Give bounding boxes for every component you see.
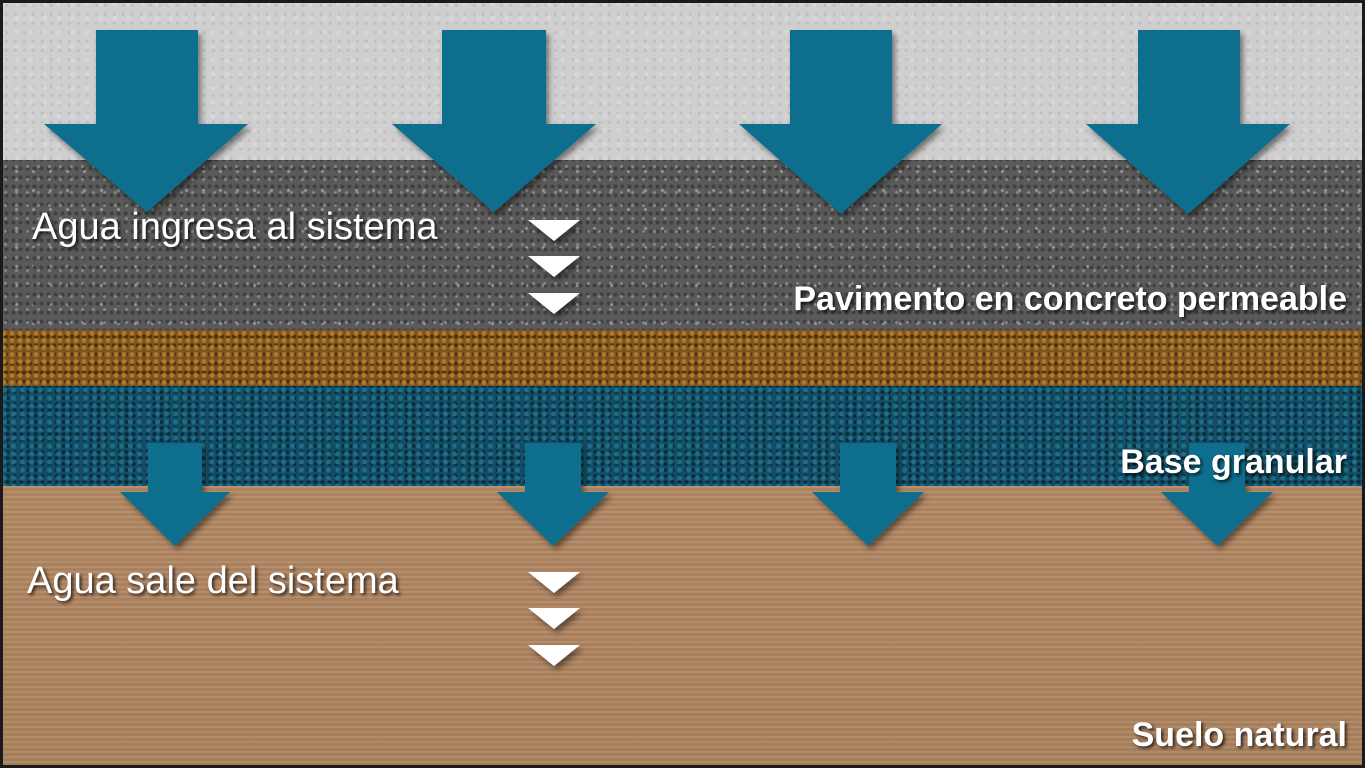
water-enters-label: Agua ingresa al sistema (32, 206, 438, 248)
pavement-label: Pavimento en concreto permeable (793, 280, 1347, 318)
granular-base-layer (0, 386, 1365, 486)
arrow-down-icon (812, 443, 924, 546)
arrow-down-icon (392, 30, 596, 212)
natural-soil-label: Suelo natural (1131, 716, 1347, 754)
water-exits-label: Agua sale del sistema (27, 560, 399, 602)
granular-base-label: Base granular (1120, 443, 1347, 481)
natural-soil-layer (0, 486, 1365, 768)
filter-layer (0, 330, 1365, 386)
triangle-down-icon (528, 645, 580, 666)
arrow-down-icon (120, 443, 230, 546)
arrow-down-icon (1161, 443, 1273, 546)
arrow-down-icon (1086, 30, 1290, 214)
triangle-down-icon (528, 256, 580, 277)
triangle-down-icon (528, 220, 580, 241)
permeable-concrete-layer (0, 160, 1365, 330)
arrow-down-icon (44, 30, 248, 212)
arrow-down-icon (497, 443, 609, 546)
arrow-down-icon (739, 30, 942, 214)
triangle-down-icon (528, 293, 580, 314)
triangle-down-icon (528, 608, 580, 629)
triangle-down-icon (528, 572, 580, 593)
